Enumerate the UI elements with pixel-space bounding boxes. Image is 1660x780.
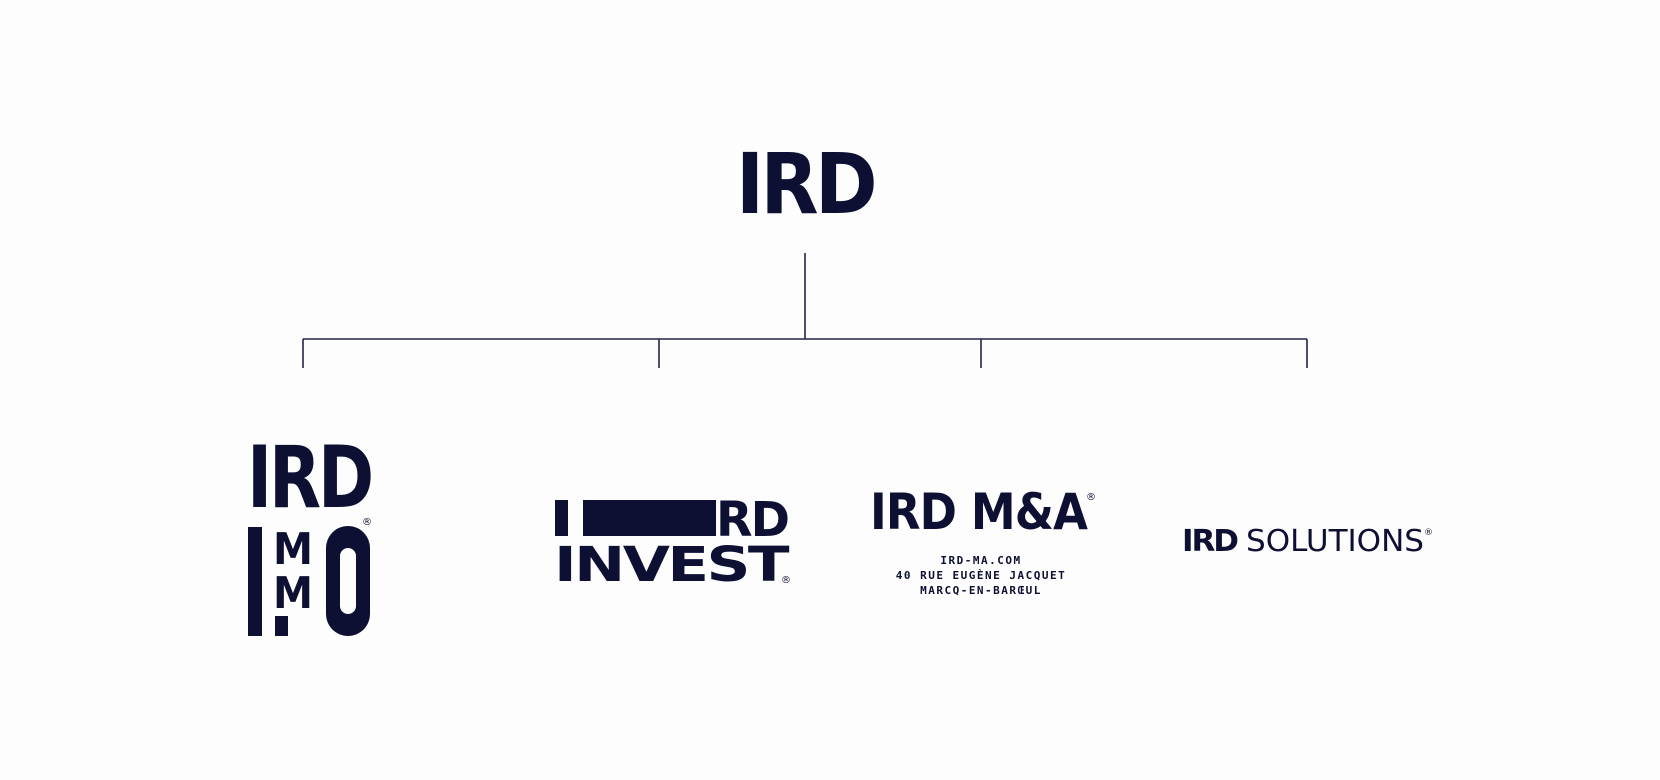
connector-lines	[302, 253, 1308, 368]
immo-letter-m1: M	[273, 524, 313, 575]
invest-bar-long	[583, 500, 716, 536]
immo-letter-i	[248, 527, 262, 636]
solutions-registered-mark: ®	[1424, 528, 1433, 538]
ird-root-logo: IRD	[736, 135, 878, 233]
ma-address-line3: MARCQ-EN-BARŒUL	[920, 584, 1042, 597]
immo-letter-m-stem	[275, 616, 288, 636]
immo-letter-o-counter	[340, 548, 356, 614]
immo-letter-m2: M	[273, 568, 313, 619]
ma-registered-mark: ®	[1086, 492, 1096, 503]
invest-logo-bottom: INVEST	[554, 537, 790, 593]
ird-invest-logo: RD INVEST ®	[554, 492, 792, 593]
invest-bar-i	[555, 500, 568, 536]
root-logo-text: IRD	[736, 135, 874, 233]
ma-logo-title: IRD M&A	[870, 483, 1088, 541]
immo-registered-mark: ®	[362, 517, 372, 528]
ird-ma-logo: IRD M&A ® IRD-MA.COM 40 RUE EUGÈNE JACQU…	[870, 483, 1096, 597]
invest-registered-mark: ®	[781, 575, 791, 586]
ma-address-line1: IRD-MA.COM	[940, 554, 1021, 567]
invest-logo-top: RD	[716, 492, 788, 548]
immo-logo-line1: IRD	[247, 428, 371, 528]
ma-address-line2: 40 RUE EUGÈNE JACQUET	[896, 569, 1067, 582]
ird-immo-logo: IRD M M ®	[247, 428, 375, 636]
ird-solutions-logo: IRD SOLUTIONS ®	[1182, 524, 1433, 559]
solutions-logo-word: SOLUTIONS	[1246, 524, 1424, 559]
solutions-logo-mark: IRD	[1182, 524, 1238, 559]
